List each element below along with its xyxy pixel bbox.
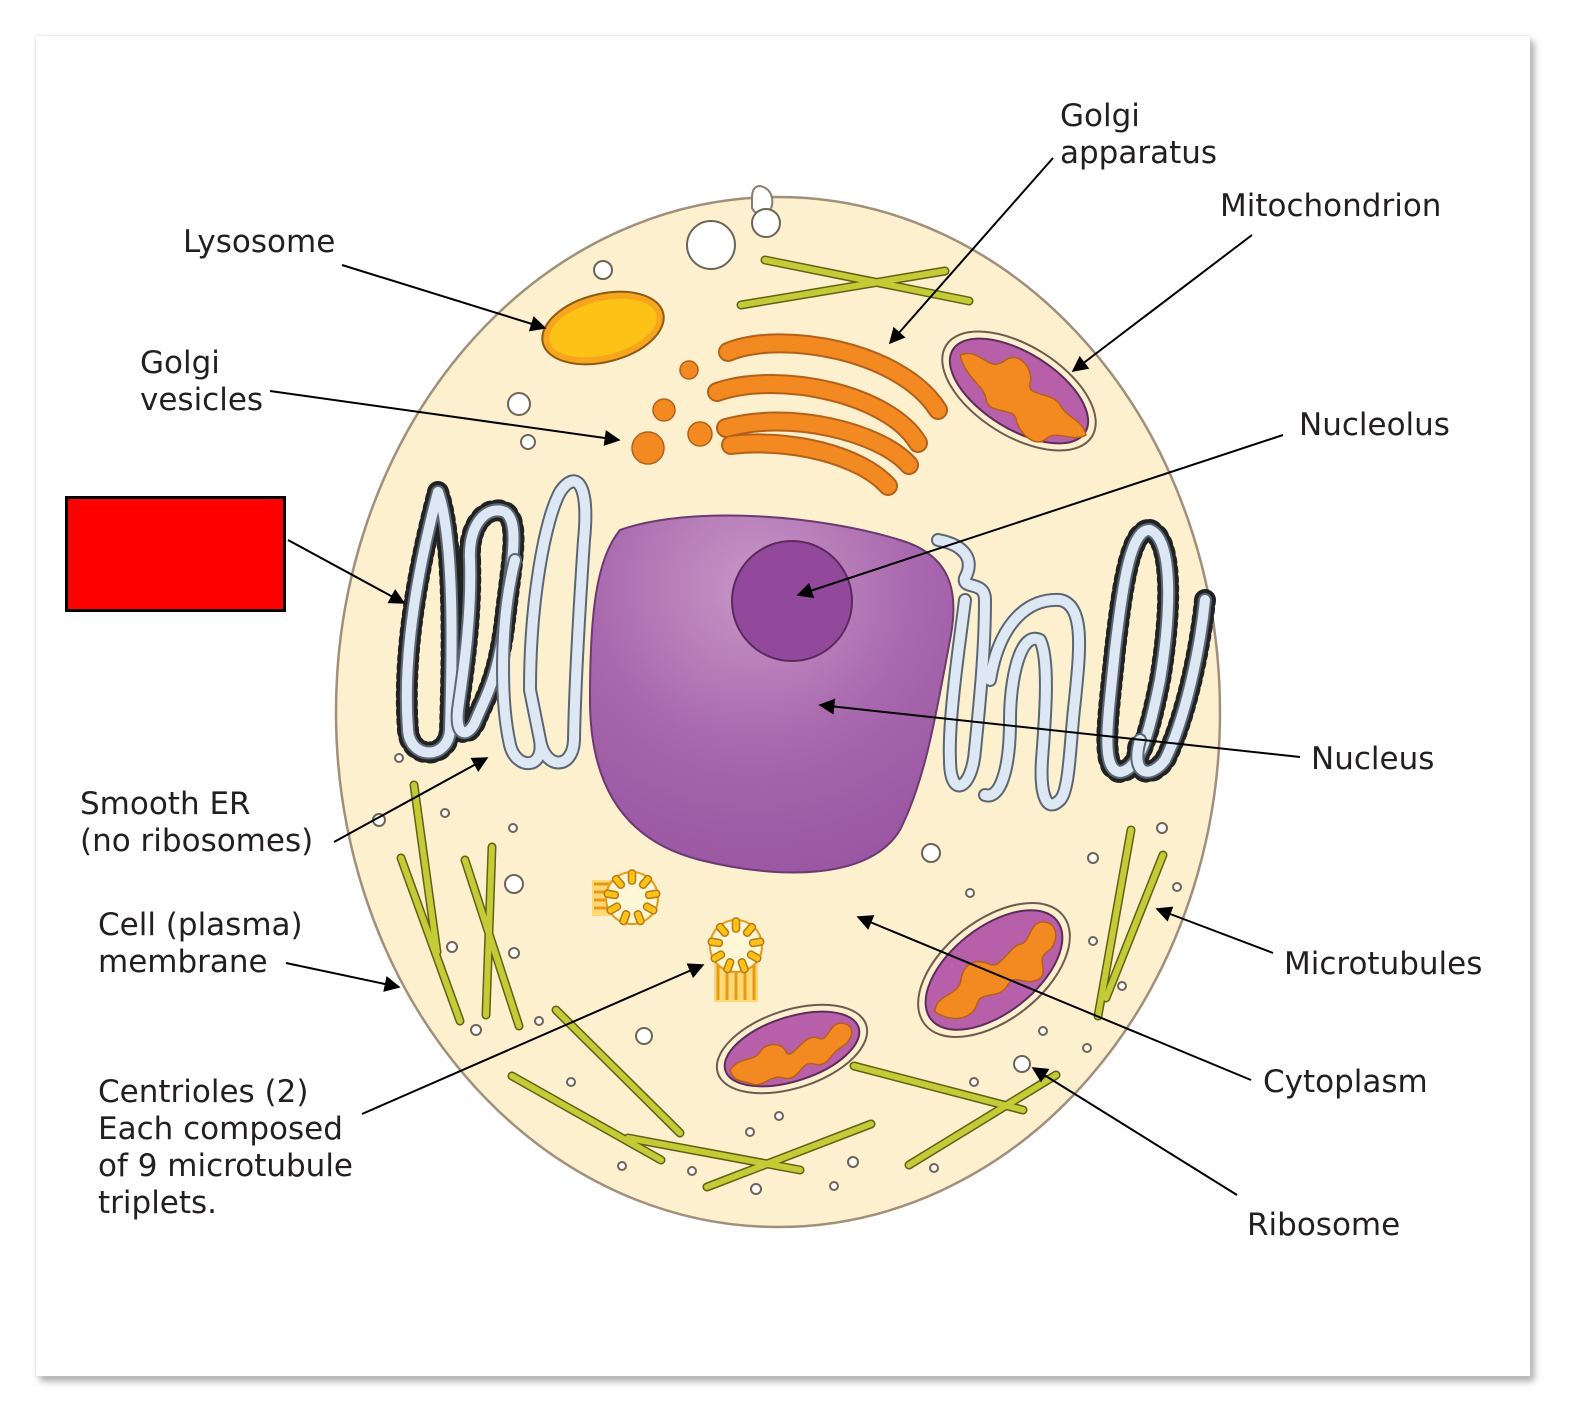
smooth-er-right bbox=[931, 533, 1087, 812]
label-nucleolus: Nucleolus bbox=[1299, 407, 1450, 443]
label-nucleus: Nucleus bbox=[1311, 741, 1435, 777]
centriole-2 bbox=[707, 917, 765, 1002]
arrow-nucleolus bbox=[796, 434, 1284, 599]
arrow-smooth-er bbox=[333, 757, 489, 843]
arrow-lysosome bbox=[341, 264, 547, 332]
label-lysosome: Lysosome bbox=[183, 224, 336, 260]
golgi-vesicles bbox=[631, 360, 713, 465]
arrow-golgi-vesicles bbox=[269, 390, 621, 446]
arrow-cell-membrane bbox=[285, 962, 401, 992]
label-cell-membrane: Cell (plasma) membrane bbox=[98, 907, 303, 980]
label-golgi-vesicles: Golgi vesicles bbox=[140, 345, 264, 418]
rough-er-left bbox=[395, 481, 525, 764]
leader-arrows bbox=[269, 157, 1301, 1196]
arrow-centrioles bbox=[361, 963, 705, 1115]
arrow-nucleus bbox=[818, 698, 1301, 758]
arrow-microtubules bbox=[1155, 906, 1274, 954]
redacted-label-box[interactable] bbox=[65, 496, 286, 612]
label-centrioles: Centrioles (2) Each composed of 9 microt… bbox=[98, 1074, 354, 1221]
nucleolus bbox=[731, 540, 853, 662]
label-smooth-er: Smooth ER (no ribosomes) bbox=[80, 786, 314, 859]
label-mitochondrion: Mitochondrion bbox=[1220, 188, 1442, 224]
arrow-cytoplasm bbox=[856, 915, 1252, 1081]
label-microtubules: Microtubules bbox=[1284, 946, 1483, 982]
mitochondrion-top bbox=[941, 330, 1097, 452]
mitochondrion-lower-right bbox=[917, 902, 1071, 1038]
nucleus bbox=[588, 514, 955, 874]
rough-er-right bbox=[1096, 519, 1216, 783]
smooth-er-left bbox=[496, 474, 593, 771]
arrow-ribosome bbox=[1031, 1067, 1238, 1196]
arrow-golgi-apparatus bbox=[888, 157, 1054, 345]
arrow-mitochondrion bbox=[1071, 234, 1253, 372]
label-cytoplasm: Cytoplasm bbox=[1263, 1064, 1428, 1100]
centriole-1 bbox=[592, 869, 661, 926]
arrow-rough-er bbox=[287, 539, 406, 604]
mitochondrion-bottom bbox=[715, 1003, 869, 1095]
vesicles bbox=[372, 208, 1182, 1195]
label-golgi-apparatus: Golgi apparatus bbox=[1060, 98, 1218, 171]
golgi-apparatus bbox=[707, 333, 948, 496]
label-ribosome: Ribosome bbox=[1247, 1207, 1401, 1243]
lysosome bbox=[541, 290, 665, 366]
